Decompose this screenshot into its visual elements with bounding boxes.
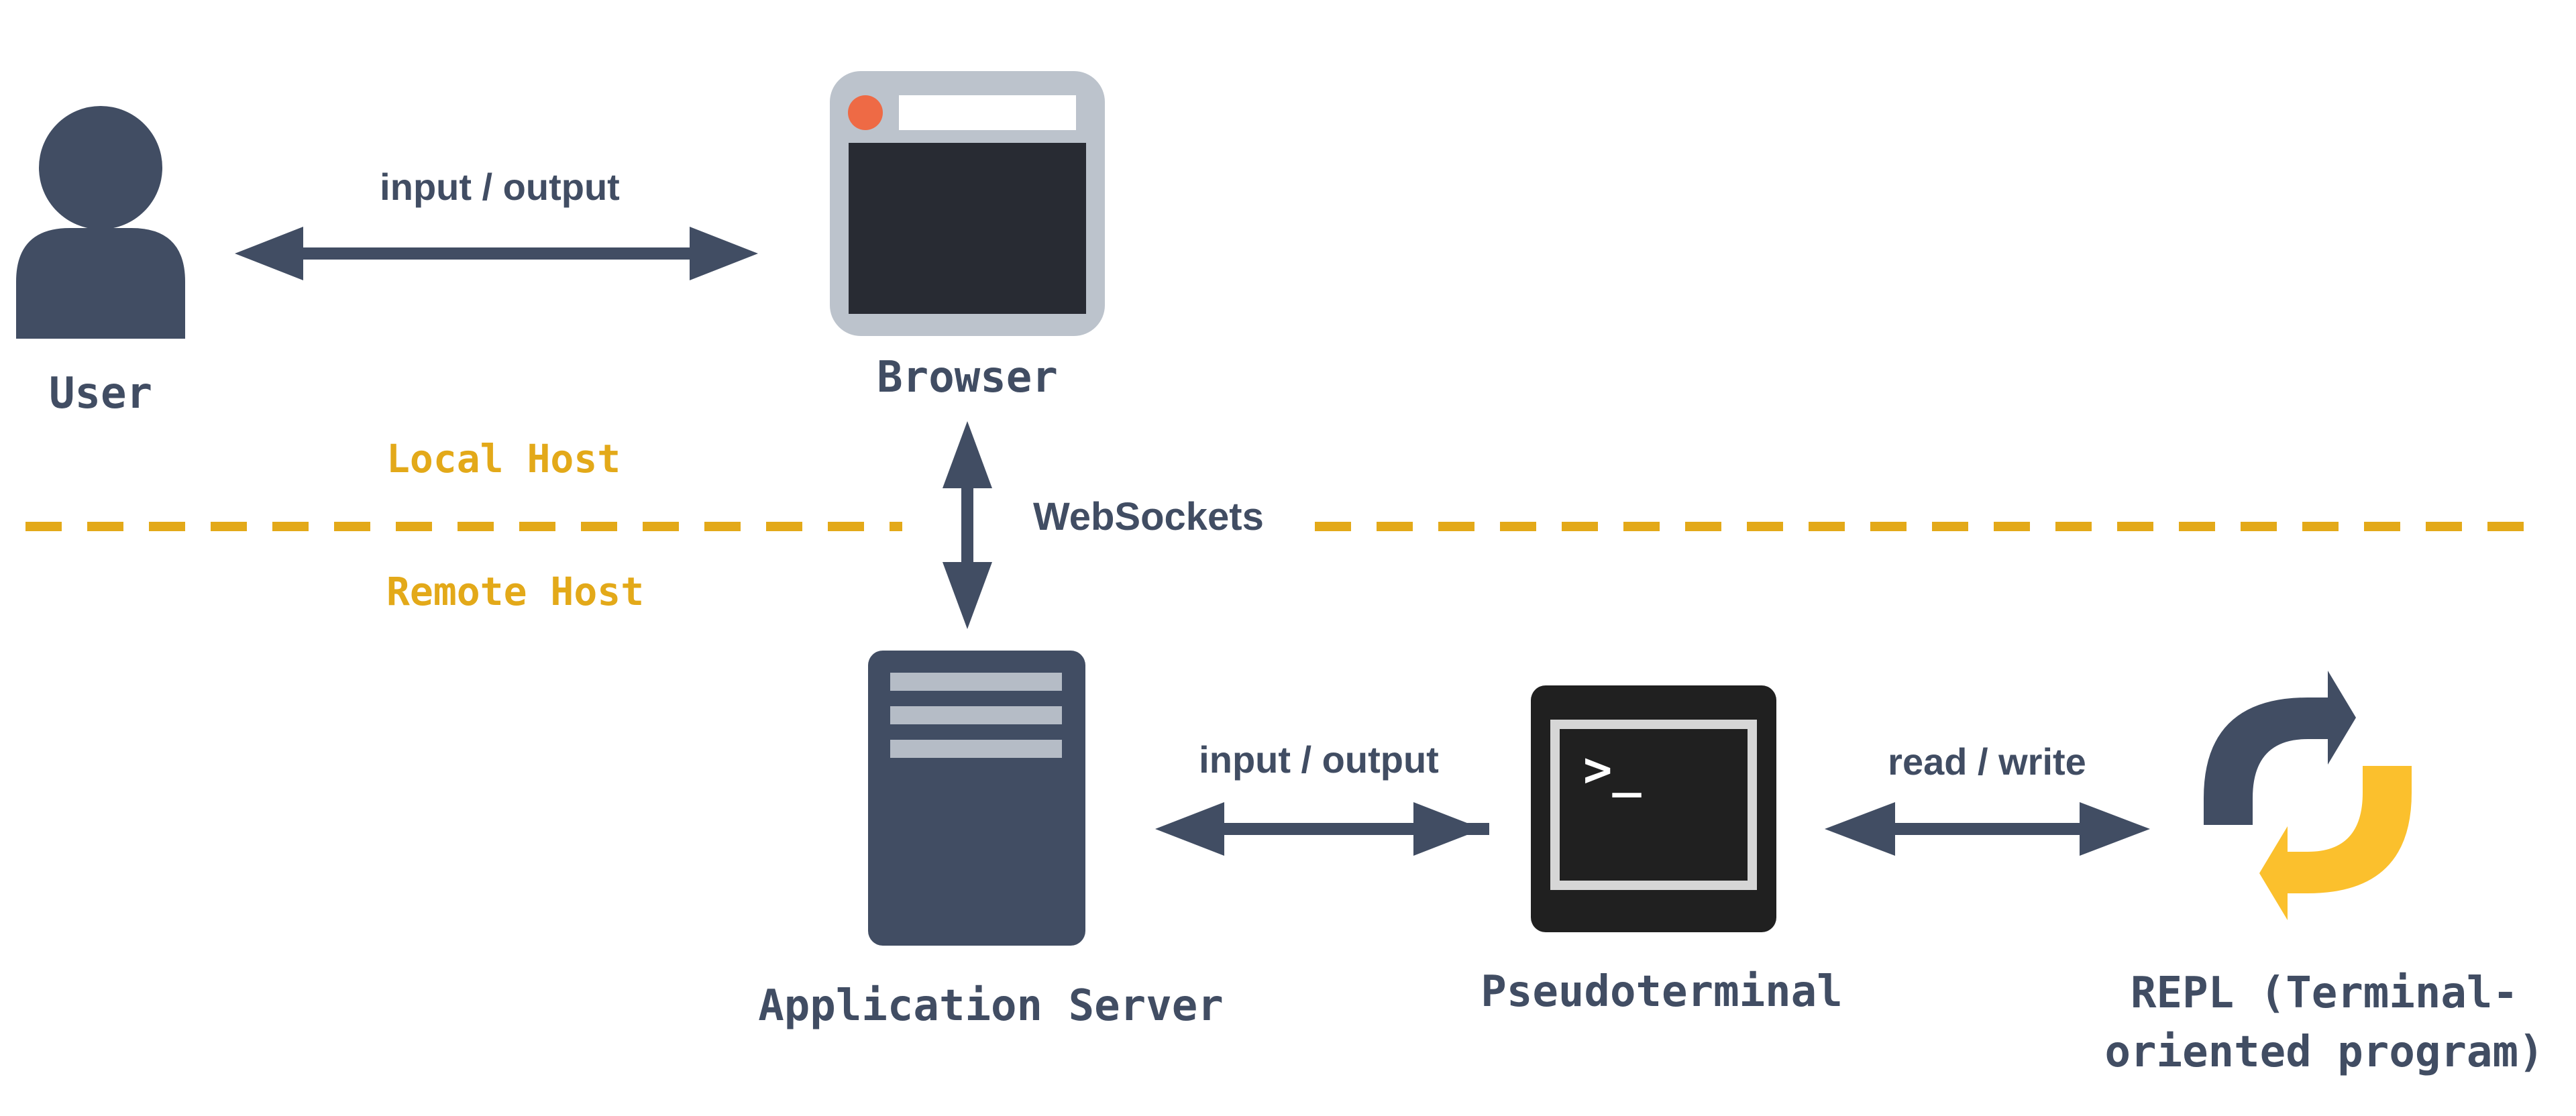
server-icon bbox=[868, 651, 1085, 946]
edge-label-user-browser: input / output bbox=[380, 166, 620, 208]
remote-host-label: Remote Host bbox=[386, 569, 644, 614]
user-icon bbox=[16, 106, 185, 339]
terminal-icon: >_ bbox=[1531, 685, 1776, 932]
arrow-server-pty bbox=[1155, 802, 1489, 856]
arrow-pty-repl bbox=[1825, 802, 2150, 856]
websockets-label: WebSockets bbox=[1033, 495, 1264, 539]
edge-label-server-pty: input / output bbox=[1199, 738, 1439, 781]
local-host-label: Local Host bbox=[386, 436, 621, 482]
browser-icon bbox=[830, 71, 1105, 336]
pseudoterminal-label: Pseudoterminal bbox=[1481, 967, 1842, 1017]
terminal-prompt: >_ bbox=[1583, 741, 1642, 797]
app-server-label: Application Server bbox=[758, 981, 1224, 1031]
repl-label-line1: REPL (Terminal- bbox=[2131, 968, 2518, 1018]
refresh-icon bbox=[2204, 671, 2412, 920]
browser-label: Browser bbox=[877, 353, 1058, 402]
arrow-browser-server bbox=[943, 421, 992, 629]
arrow-user-browser bbox=[235, 227, 758, 280]
repl-label-line2: oriented program) bbox=[2104, 1027, 2544, 1077]
edge-label-pty-repl: read / write bbox=[1888, 740, 2086, 783]
user-label: User bbox=[49, 369, 152, 418]
